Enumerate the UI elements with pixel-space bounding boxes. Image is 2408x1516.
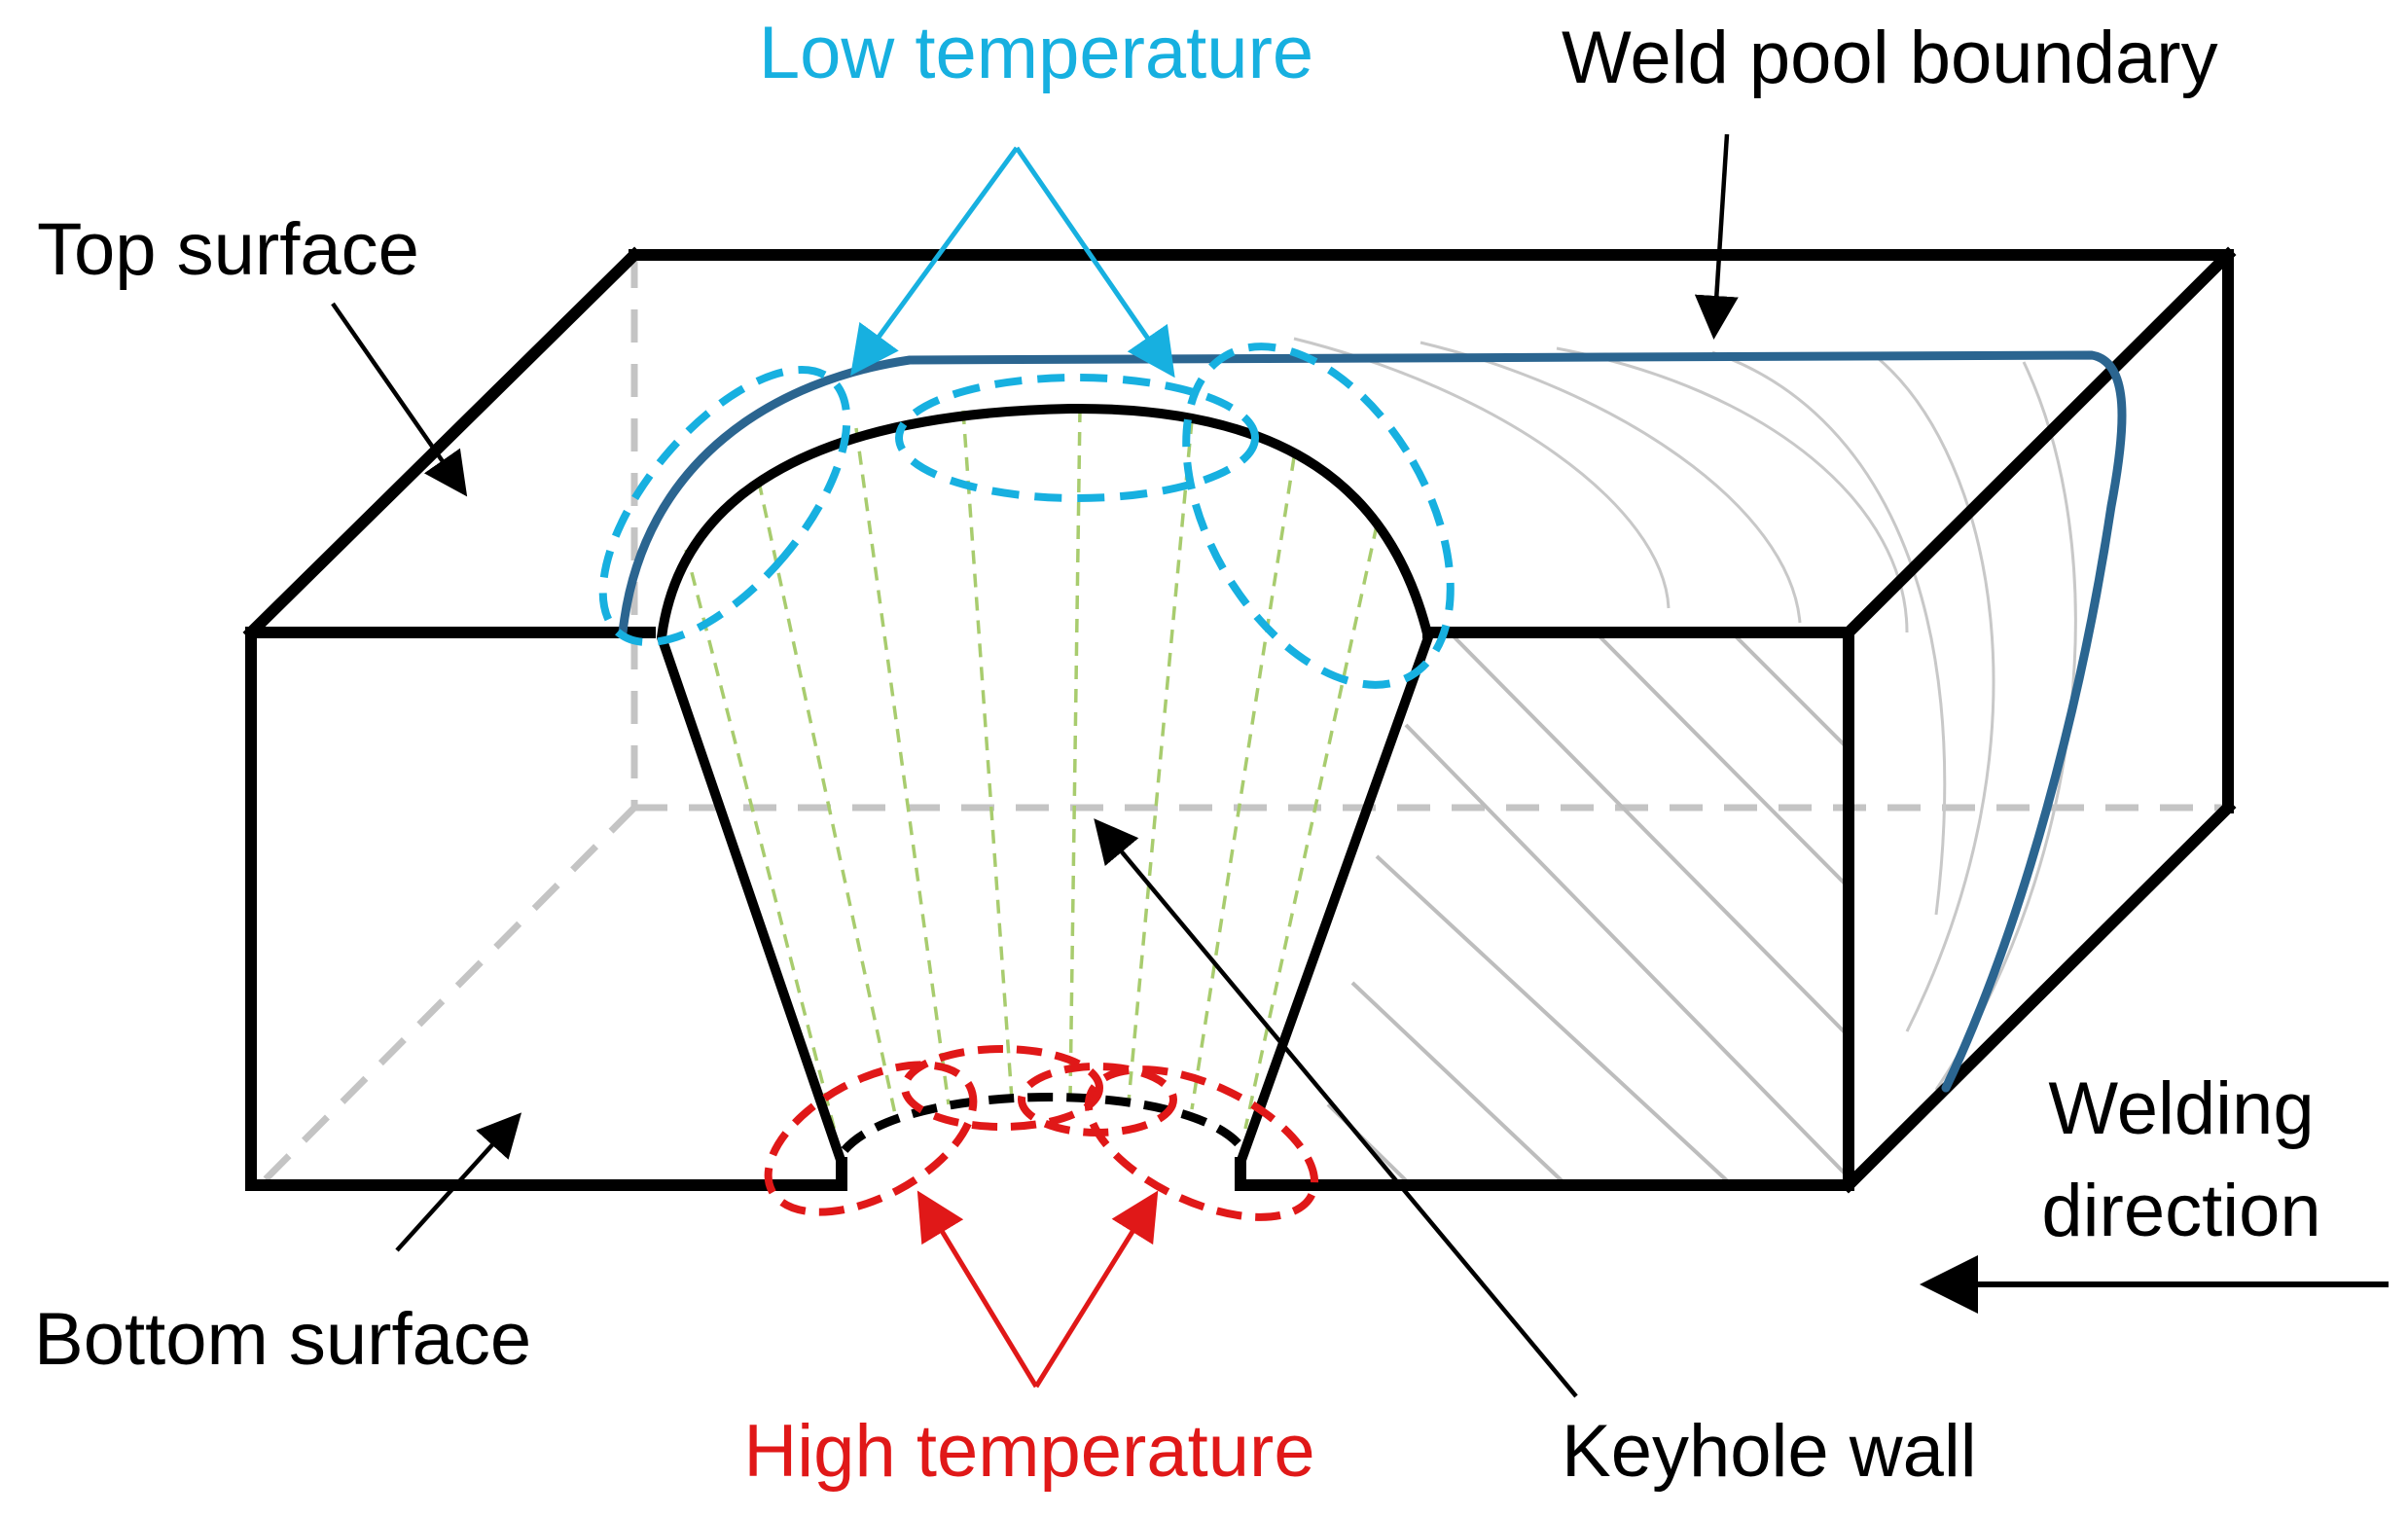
weld-pool-boundary [618,350,2127,1093]
flow-lines [1293,337,2077,1091]
label-bottom-surface: Bottom surface [34,1298,531,1381]
low-temperature-zones [598,343,1455,689]
workpiece-block [242,246,2237,1194]
hidden-edges [255,255,2228,1190]
label-top-surface: Top surface [37,208,419,291]
high-temperature-zones [764,1045,1319,1221]
label-keyhole-wall: Keyhole wall [1562,1410,1977,1493]
keyhole-wall-outline [657,403,1433,1165]
high-temperature-arrows [916,1190,1159,1389]
keyhole-rays [684,408,1379,1139]
low-temperature-arrows [850,146,1175,379]
label-weld-pool-boundary: Weld pool boundary [1562,17,2218,99]
leader-arrows [331,133,1739,1398]
label-welding-direction-line1: Welding [2048,1067,2314,1150]
label-welding-direction-line2: direction [2041,1170,2320,1252]
label-low-temperature: Low temperature [759,12,1313,94]
keyhole-bottom-arc [841,1093,1244,1154]
label-high-temperature: High temperature [743,1410,1314,1493]
section-hatch [1326,631,1851,1187]
